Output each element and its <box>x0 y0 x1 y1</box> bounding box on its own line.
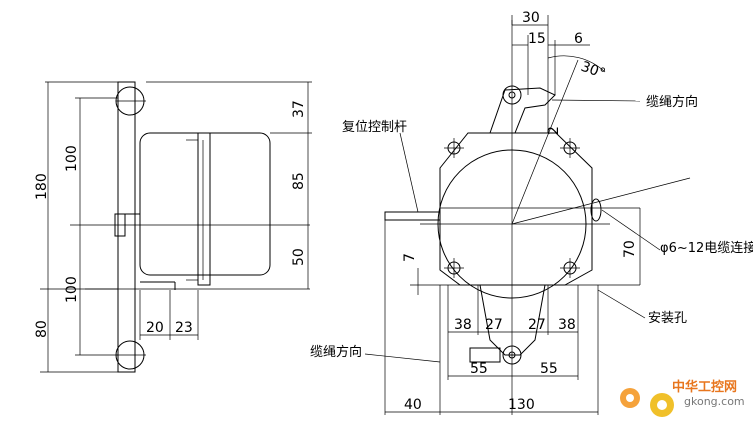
dim-130: 130 <box>508 397 535 413</box>
dim-80: 80 <box>34 320 50 338</box>
dim-50: 50 <box>291 248 307 266</box>
dim-100-lower: 100 <box>64 276 80 303</box>
dim-23: 23 <box>175 320 193 336</box>
dim-7: 7 <box>402 253 418 262</box>
watermark-title: 中华工控网 <box>672 379 737 395</box>
dim-15: 15 <box>528 31 546 47</box>
dim-2: 2 <box>546 126 562 135</box>
label-cable-entry: φ6~12电缆连接 <box>660 240 753 256</box>
side-view <box>40 81 312 373</box>
label-mounting-hole: 安装孔 <box>648 311 687 326</box>
dim-37: 37 <box>291 100 307 118</box>
front-view <box>364 15 691 415</box>
watermark-logo <box>620 388 674 417</box>
dim-70: 70 <box>622 240 638 258</box>
dim-38-left: 38 <box>454 317 472 333</box>
dim-40: 40 <box>404 397 422 413</box>
dim-30: 30 <box>522 10 540 26</box>
dim-38-right: 38 <box>558 317 576 333</box>
dim-6: 6 <box>574 31 583 47</box>
dim-27-right: 27 <box>528 317 546 333</box>
dim-27-left: 27 <box>485 317 503 333</box>
dim-20: 20 <box>146 320 164 336</box>
dim-30-deg: 30° <box>579 59 608 83</box>
watermark-url: gkong.com <box>684 395 745 408</box>
dim-55-left: 55 <box>470 361 488 377</box>
dim-100-upper: 100 <box>64 145 80 172</box>
dim-55-right: 55 <box>540 361 558 377</box>
label-cable-direction-top: 缆绳方向 <box>646 94 698 110</box>
label-cable-direction-bottom: 缆绳方向 <box>310 344 362 360</box>
dim-180: 180 <box>34 173 50 200</box>
label-reset-lever: 复位控制杆 <box>342 120 407 135</box>
screw-holes <box>444 138 580 278</box>
dim-85: 85 <box>291 172 307 190</box>
